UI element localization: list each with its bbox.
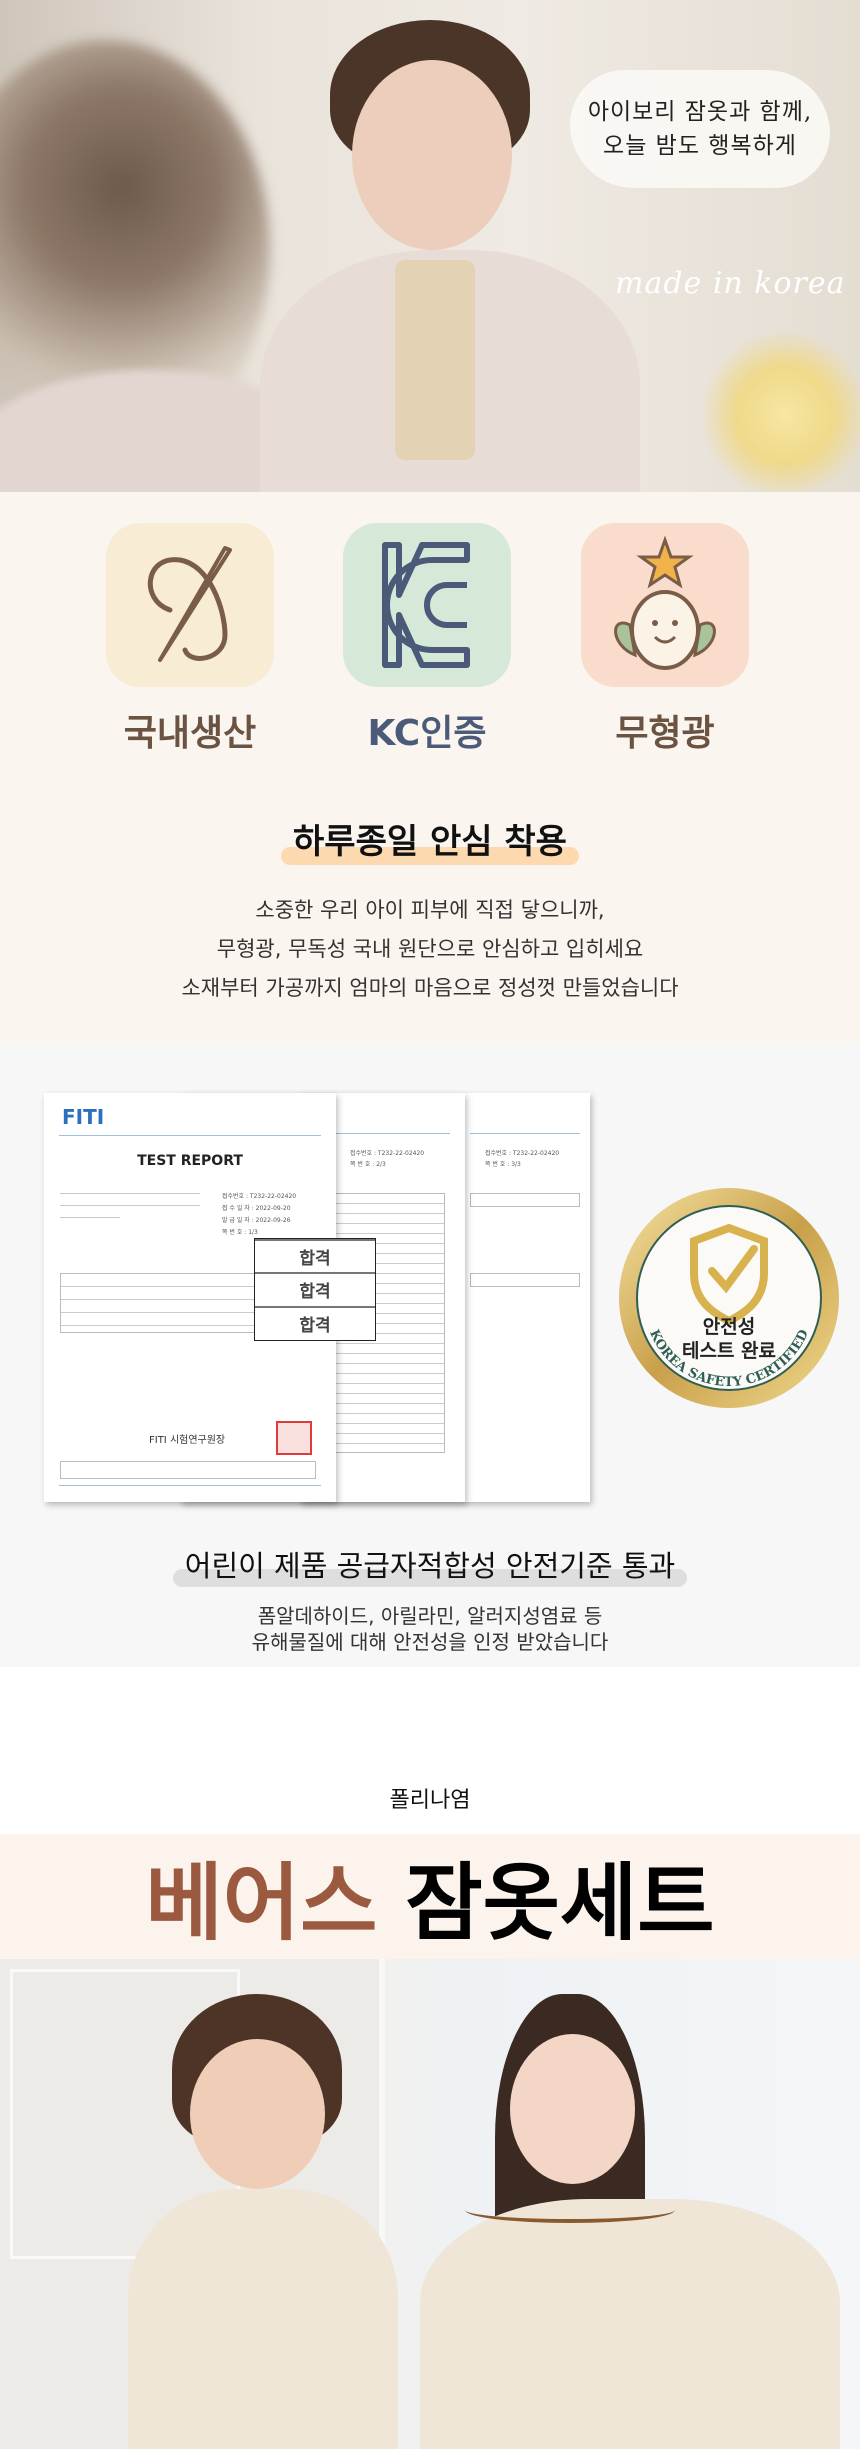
shield-check-icon bbox=[690, 1223, 768, 1326]
seal-stamp bbox=[276, 1421, 312, 1455]
feature-label-nonfluorescent: 무형광 bbox=[615, 713, 715, 754]
description-line: 유해물질에 대해 안전성을 인정 받았습니다 bbox=[251, 1630, 609, 1654]
certificate-description: 폼알데하이드, 아릴라민, 알러지성염료 등 유해물질에 대해 안전성을 인정 … bbox=[0, 1603, 860, 1655]
badge-bottom-text: 테스트 완료 bbox=[682, 1340, 776, 1362]
description-line: 무형광, 무독성 국내 원단으로 안심하고 입히세요 bbox=[216, 937, 644, 961]
result-overlay: 합격 합격 합격 bbox=[254, 1238, 376, 1341]
speech-bubble: 아이보리 잠옷과 함께, 오늘 밤도 행복하게 bbox=[570, 70, 830, 188]
signer: FITI 시험연구원장 bbox=[149, 1435, 226, 1446]
result-pass: 합격 bbox=[255, 1305, 375, 1339]
section-heading: 하루종일 안심 착용 bbox=[281, 814, 579, 865]
result-pass: 합격 bbox=[255, 1272, 375, 1305]
product-photo bbox=[0, 1959, 860, 2449]
feature-description: 소중한 우리 아이 피부에 직접 닿으니까, 무형광, 무독성 국내 원단으로 … bbox=[0, 891, 860, 1008]
report-title: TEST REPORT bbox=[137, 1153, 243, 1169]
certificate-heading: 어린이 제품 공급자적합성 안전기준 통과 bbox=[172, 1543, 688, 1587]
made-in-korea-text: made in korea bbox=[615, 266, 846, 301]
badge-top-text: 안전성 bbox=[703, 1316, 755, 1338]
bubble-line: 오늘 밤도 행복하게 bbox=[603, 133, 797, 159]
description-line: 소중한 우리 아이 피부에 직접 닿으니까, bbox=[255, 898, 605, 922]
title-accent: 베어스 bbox=[145, 1854, 378, 1952]
bubble-line: 아이보리 잠옷과 함께, bbox=[587, 99, 813, 125]
title-rest: 잠옷세트 bbox=[405, 1854, 715, 1952]
safety-certified-badge: 안전성 테스트 완료 KOREA SAFETY CERTIFIED bbox=[619, 1188, 839, 1408]
certificate-section: 접수번호 : T232-22-02420 쪽 번 호 : 3/3 접수번호 : … bbox=[0, 1043, 860, 1667]
features-section: 국내생산 KC인증 무형광 하루종일 안심 착용 소중한 우리 아이 피부에 직… bbox=[0, 492, 860, 1043]
feature-label-kc: KC인증 bbox=[367, 713, 487, 754]
kc-mark-icon bbox=[343, 523, 511, 687]
fiti-logo: FITI bbox=[62, 1105, 105, 1129]
description-line: 폼알데하이드, 아릴라민, 알러지성염료 등 bbox=[257, 1604, 603, 1628]
smiling-sprout-icon bbox=[581, 523, 749, 687]
brand-label: 폴리나염 bbox=[389, 1788, 471, 1813]
result-pass: 합격 bbox=[255, 1239, 375, 1272]
product-title-banner: 베어스 잠옷세트 bbox=[0, 1834, 860, 1959]
needle-thread-icon bbox=[106, 523, 274, 687]
feature-label-domestic: 국내생산 bbox=[123, 713, 257, 754]
hero-photo: 아이보리 잠옷과 함께, 오늘 밤도 행복하게 made in korea bbox=[0, 0, 860, 492]
description-line: 소재부터 가공까지 엄마의 마음으로 정성껏 만들었습니다 bbox=[181, 976, 679, 1000]
